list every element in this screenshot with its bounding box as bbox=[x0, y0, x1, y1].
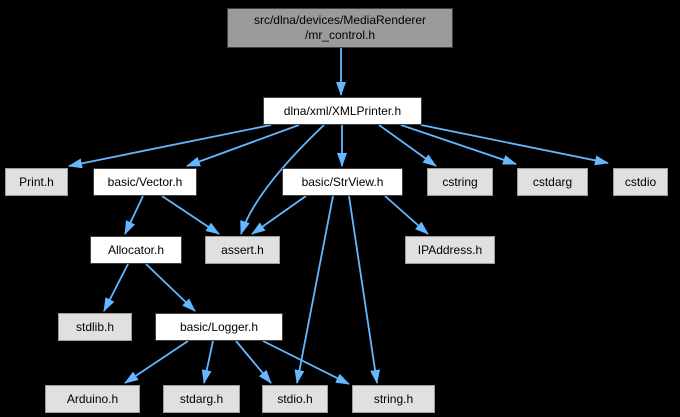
edge-logger-h-to-string-h bbox=[262, 340, 350, 385]
node-vector-h[interactable]: basic/Vector.h bbox=[93, 168, 197, 196]
edge-vector-h-to-assert-h bbox=[161, 195, 220, 235]
node-stdlib-h: stdlib.h bbox=[58, 313, 132, 341]
node-mr-control: src/dlna/devices/MediaRenderer /mr_contr… bbox=[227, 8, 453, 48]
node-xmlprinter[interactable]: dlna/xml/XMLPrinter.h bbox=[263, 97, 422, 125]
edge-vector-h-to-allocator-h bbox=[124, 195, 144, 235]
node-stdarg-h: stdarg.h bbox=[163, 385, 240, 413]
node-cstdarg: cstdarg bbox=[517, 168, 588, 196]
node-allocator-h[interactable]: Allocator.h bbox=[90, 236, 182, 264]
edge-logger-h-to-arduino-h bbox=[124, 340, 189, 384]
node-cstring: cstring bbox=[427, 168, 493, 196]
edge-xmlprinter-to-cstdio bbox=[420, 124, 609, 166]
edge-xmlprinter-to-vector-h bbox=[186, 124, 300, 167]
edge-logger-h-to-stdarg-h bbox=[201, 340, 214, 384]
node-logger-h[interactable]: basic/Logger.h bbox=[155, 313, 283, 341]
edge-xmlprinter-to-print-h bbox=[68, 124, 272, 169]
edge-logger-h-to-stdio-h bbox=[235, 340, 272, 384]
node-strview-h[interactable]: basic/StrView.h bbox=[282, 168, 403, 196]
edge-strview-h-to-assert-h bbox=[251, 195, 307, 235]
node-string-h: string.h bbox=[352, 385, 435, 413]
edge-xmlprinter-to-cstdarg bbox=[400, 124, 517, 165]
edge-strview-h-to-ipaddress-h bbox=[384, 195, 429, 235]
node-stdio-h: stdio.h bbox=[262, 385, 328, 413]
edge-strview-h-to-stdio-h bbox=[294, 195, 334, 384]
edge-xmlprinter-to-cstring bbox=[378, 124, 437, 167]
node-ipaddress-h: IPAddress.h bbox=[405, 236, 495, 264]
node-print-h: Print.h bbox=[5, 168, 68, 196]
edge-allocator-h-to-logger-h bbox=[145, 263, 196, 312]
node-arduino-h: Arduino.h bbox=[45, 385, 140, 413]
node-cstdio: cstdio bbox=[613, 168, 668, 196]
edge-xmlprinter-to-assert-h bbox=[240, 124, 325, 235]
edge-allocator-h-to-stdlib-h bbox=[103, 263, 129, 312]
edge-strview-h-to-string-h bbox=[348, 195, 381, 384]
node-assert-h: assert.h bbox=[205, 236, 280, 264]
